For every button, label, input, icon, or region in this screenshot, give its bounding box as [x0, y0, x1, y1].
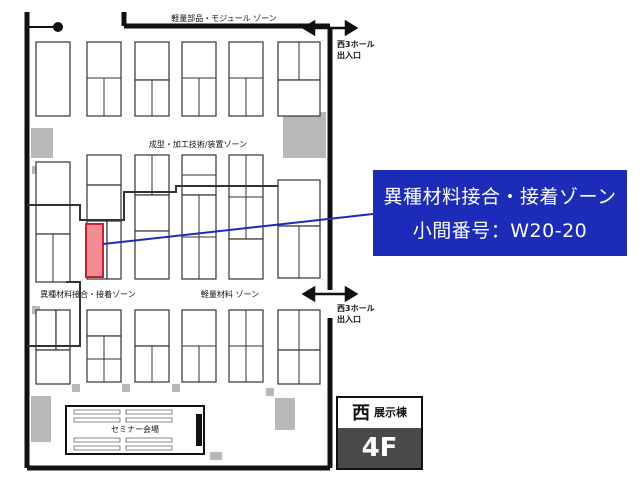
booth-subdivisions: [52, 42, 300, 384]
pillar-dot: [53, 22, 63, 32]
entrance-1-line1: 西3ホール: [337, 40, 375, 49]
building-name: 展示棟: [374, 406, 407, 419]
gray-blocks: [31, 112, 326, 460]
building-name-row: 西 展示棟: [338, 398, 421, 426]
zone-label-lightweight: 軽量材料 ゾーン: [201, 289, 259, 299]
entrance-1-line2: 出入口: [337, 50, 361, 60]
zone-callout: 異種材料接合・接着ゾーン 小間番号：W20-20: [373, 170, 627, 256]
seminar-hall: [65, 405, 205, 455]
building-floor-indicator: 西 展示棟 4F: [336, 396, 423, 470]
booth-grid: [35, 41, 321, 385]
hall-walls: [24, 12, 333, 471]
building-west-label: 西: [352, 403, 370, 424]
entrance-2-line2: 出入口: [337, 314, 361, 324]
highlighted-booth[interactable]: [85, 223, 104, 278]
zone-label-seminar: セミナー会場: [111, 424, 159, 434]
zone-label-light-parts: 軽量部品・モジュール ゾーン: [171, 13, 277, 23]
zone-label-dissimilar-joining: 異種材料接合・接着ゾーン: [40, 289, 136, 299]
entrance-arrows: [301, 19, 359, 303]
entrance-2-line1: 西3ホール: [337, 304, 375, 313]
zone-boundaries: [27, 185, 278, 347]
floor-label: 4F: [338, 428, 421, 468]
callout-title: 異種材料接合・接着ゾーン: [383, 186, 617, 208]
callout-connector: [102, 213, 374, 245]
zone-label-molding: 成型・加工技術/装置ゾーン: [149, 139, 247, 149]
callout-booth-number: 小間番号：W20-20: [412, 220, 588, 242]
